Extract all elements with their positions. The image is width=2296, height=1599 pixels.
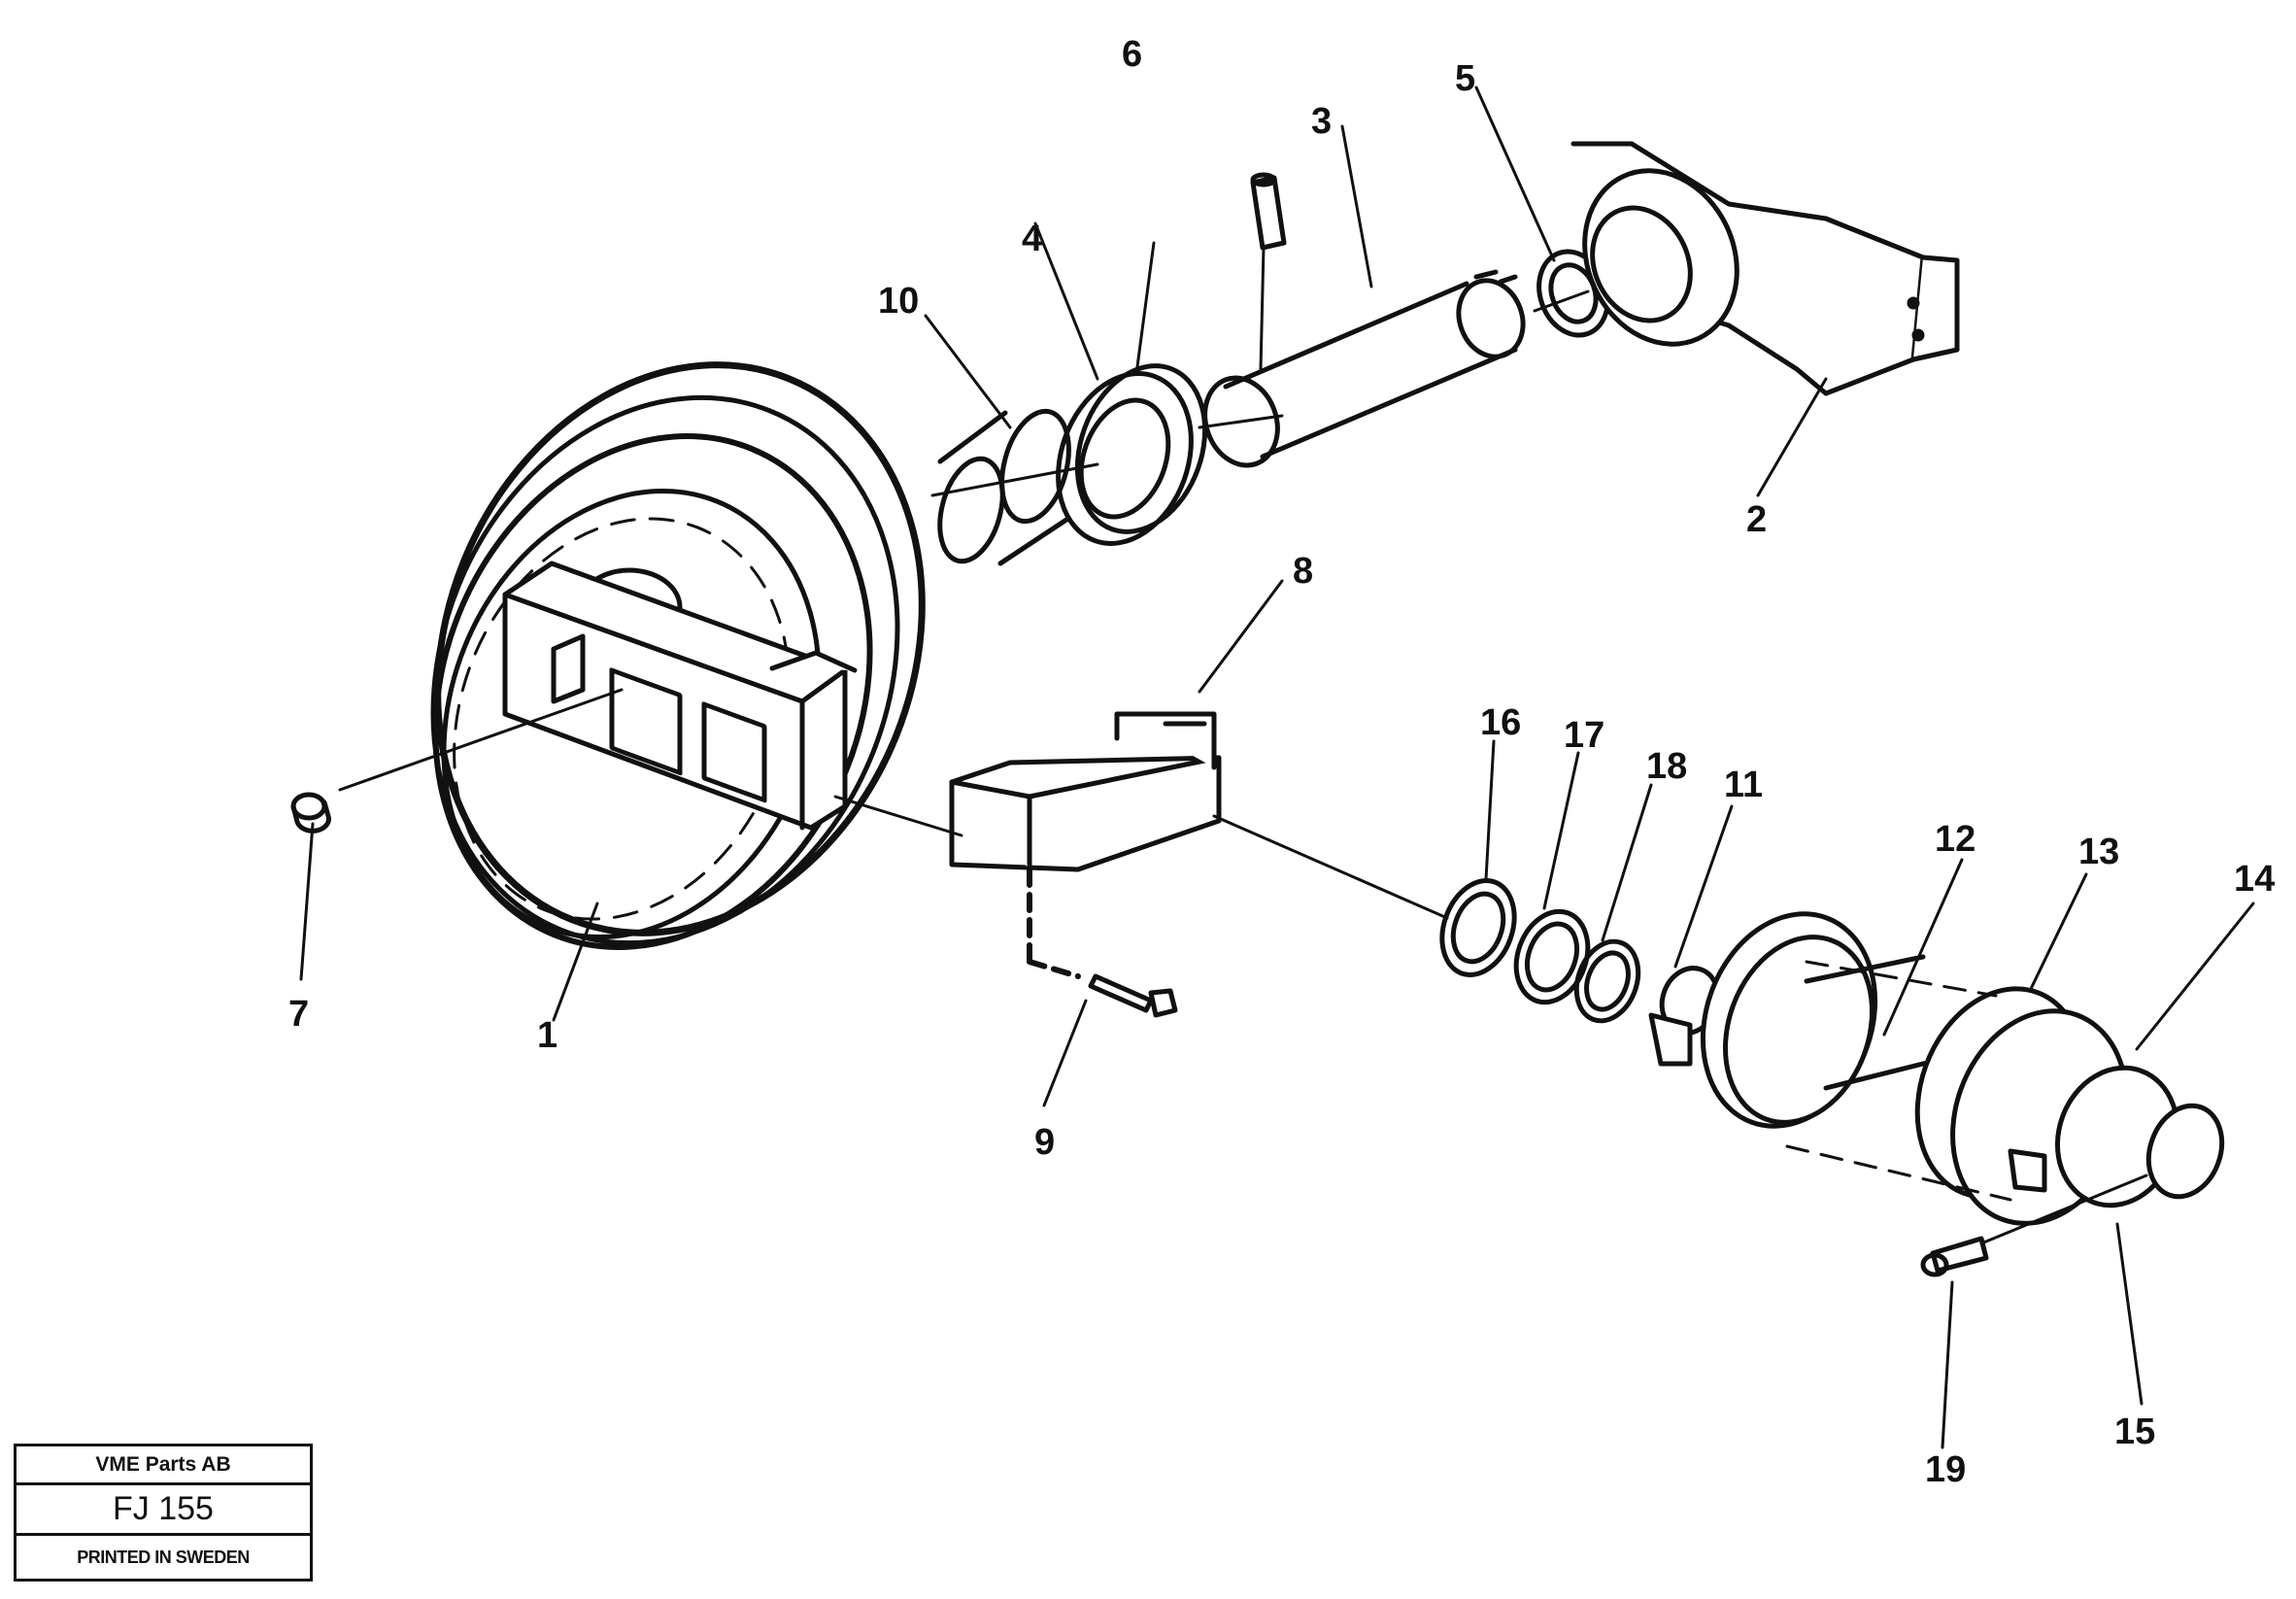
grease-nipple-part bbox=[1920, 1236, 1989, 1277]
company-name: VME Parts AB bbox=[17, 1446, 310, 1485]
plug-part bbox=[290, 792, 331, 834]
hub-assembly-part bbox=[1648, 911, 2225, 1226]
seal-ring-17-part bbox=[1513, 908, 1591, 1005]
label-12: 12 bbox=[1935, 819, 1975, 860]
label-3: 3 bbox=[1311, 101, 1332, 142]
seal-ring-part bbox=[1056, 363, 1208, 546]
label-10: 10 bbox=[878, 281, 919, 322]
label-4: 4 bbox=[1022, 219, 1042, 259]
seal-ring-16-part bbox=[1439, 878, 1517, 977]
label-2: 2 bbox=[1746, 499, 1767, 540]
label-11: 11 bbox=[1724, 765, 1763, 805]
label-8: 8 bbox=[1293, 551, 1313, 592]
block-part bbox=[949, 711, 1222, 872]
shaft-part bbox=[1202, 269, 1526, 468]
bolt-part bbox=[1088, 973, 1178, 1018]
label-18: 18 bbox=[1646, 746, 1687, 787]
printed-in: PRINTED IN SWEDEN bbox=[77, 1547, 250, 1567]
mounting-arm-part bbox=[1570, 141, 1960, 396]
label-15: 15 bbox=[2114, 1412, 2155, 1452]
leader-lines bbox=[299, 85, 2255, 1449]
label-6: 6 bbox=[1122, 34, 1142, 75]
title-block: VME Parts AB FJ 155 PRINTED IN SWEDEN bbox=[14, 1444, 313, 1582]
label-5: 5 bbox=[1455, 58, 1475, 99]
label-16: 16 bbox=[1480, 702, 1521, 743]
label-1: 1 bbox=[537, 1015, 557, 1056]
label-17: 17 bbox=[1564, 715, 1604, 756]
label-9: 9 bbox=[1034, 1122, 1055, 1163]
drawing-code: FJ 155 bbox=[17, 1485, 310, 1536]
label-19: 19 bbox=[1925, 1449, 1966, 1490]
label-7: 7 bbox=[288, 994, 309, 1035]
bushing-part bbox=[937, 408, 1071, 566]
idler-bracket bbox=[502, 561, 858, 831]
seal-ring-18-part bbox=[1573, 938, 1641, 1024]
label-13: 13 bbox=[2078, 832, 2119, 872]
label-14: 14 bbox=[2234, 859, 2275, 900]
pin-part bbox=[1250, 172, 1287, 251]
